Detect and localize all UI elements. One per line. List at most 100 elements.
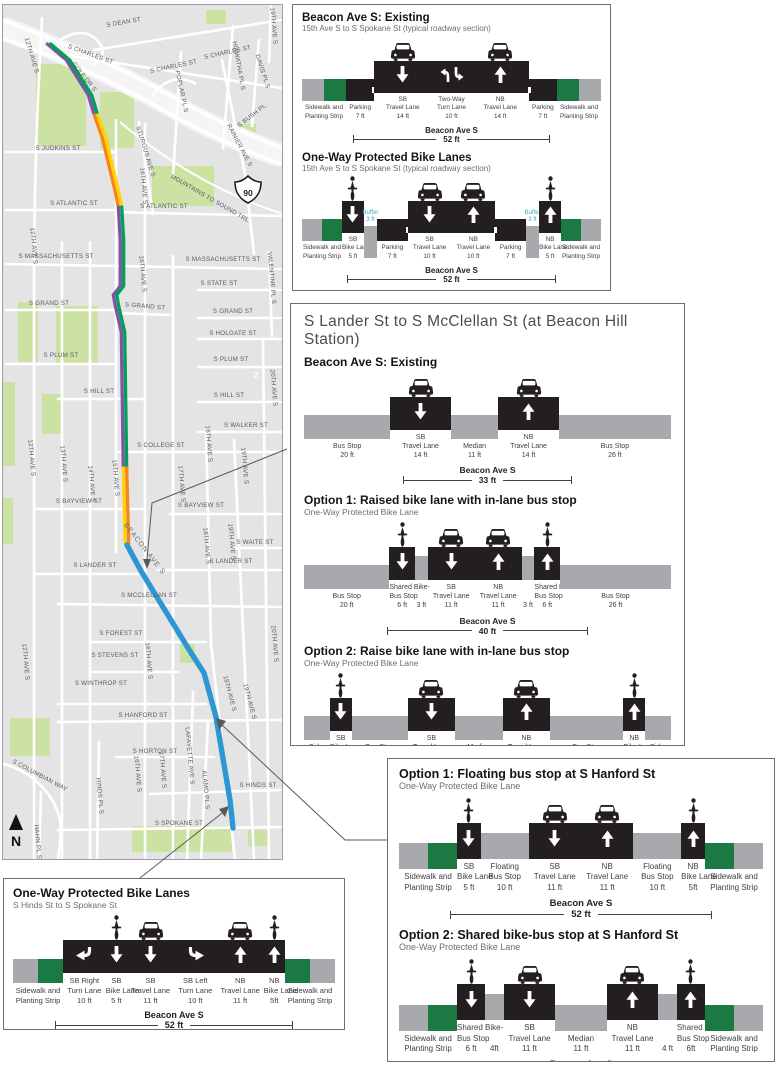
lane-label-line: SB bbox=[336, 734, 346, 742]
car-icon bbox=[408, 670, 455, 698]
lane-label-line: Sidewalk and bbox=[561, 244, 600, 252]
measure-segment bbox=[451, 914, 565, 916]
cyclist-icon bbox=[677, 954, 705, 984]
measure-line: 52 ft bbox=[54, 1020, 294, 1029]
lane-label-line: NB bbox=[601, 862, 613, 871]
arrow-down-icon bbox=[144, 945, 157, 968]
roadway-band bbox=[498, 397, 559, 430]
lane-label-line: Sidewalk and bbox=[560, 104, 599, 112]
lane-band-wrap bbox=[127, 940, 174, 973]
lane-label-line: 10 ft bbox=[188, 995, 203, 1005]
section-heading: Beacon Ave S: Existing bbox=[304, 355, 438, 369]
measure-street-name: Beacon Ave S bbox=[450, 1059, 712, 1061]
lane-label-line bbox=[522, 583, 535, 592]
icon-slot bbox=[559, 387, 671, 415]
lane-label-line: Travel Lane bbox=[479, 593, 517, 601]
lane-band-wrap bbox=[676, 984, 705, 1021]
lane-label-line: NB bbox=[523, 434, 534, 441]
lane-label-line: Travel Lane bbox=[220, 985, 260, 995]
lane-band-wrap bbox=[480, 833, 529, 859]
panel-title: S Lander St to S McClellan St (at Beacon… bbox=[304, 313, 628, 348]
street-label: 19TH AVE S bbox=[268, 7, 278, 44]
section-subheading: 15th Ave S to S Spokane St (typical road… bbox=[302, 24, 491, 33]
street-label: S HILL ST bbox=[214, 392, 245, 399]
lane-label-line: NB bbox=[269, 976, 280, 985]
cyclist-icon bbox=[539, 175, 561, 201]
lane-label-line: Planting Strip bbox=[404, 1043, 452, 1053]
lane-band-wrap bbox=[346, 79, 375, 102]
lane-label-line: Planting Strip bbox=[710, 1043, 758, 1053]
car-icon bbox=[472, 35, 529, 61]
lane-band-wrap bbox=[302, 79, 346, 102]
lane-label-line: NB bbox=[493, 584, 504, 592]
lane-label-line: 10 ft bbox=[467, 252, 480, 260]
icon-slot bbox=[495, 193, 526, 219]
lane-band-wrap bbox=[498, 397, 559, 430]
icon-slot bbox=[561, 193, 601, 219]
lane-band-wrap bbox=[399, 1004, 457, 1031]
measure-tick bbox=[449, 910, 452, 919]
street-label: S SPOKANE ST bbox=[155, 820, 203, 827]
section-heading: Option 2: Shared bike-bus stop at S Hanf… bbox=[399, 928, 679, 943]
lane-label-line bbox=[485, 1023, 504, 1033]
sidewalk-planting-band bbox=[399, 1004, 457, 1031]
lane-label-line: Travel Lane bbox=[432, 593, 470, 601]
buffer-band bbox=[363, 225, 378, 258]
roadway-band bbox=[389, 547, 415, 581]
street-label: 12TH AVE S bbox=[28, 227, 38, 264]
lane-label-line: Sidewalk and bbox=[404, 872, 452, 882]
lane-band-wrap bbox=[457, 984, 486, 1021]
lane-label-line: Floating bbox=[490, 862, 519, 871]
lane-label-line: 11 ft bbox=[233, 995, 248, 1005]
roadway-band bbox=[427, 547, 475, 581]
lane-band-wrap bbox=[216, 940, 264, 973]
roadway-band bbox=[681, 823, 705, 859]
lane-band-wrap bbox=[485, 994, 504, 1021]
roadway-band bbox=[377, 219, 408, 242]
lane-band-wrap bbox=[342, 200, 364, 233]
lane-band-wrap bbox=[534, 547, 561, 581]
route-segment bbox=[92, 113, 120, 209]
sidewalk-planting-band bbox=[302, 219, 342, 242]
gray-band bbox=[555, 1004, 607, 1031]
lane-band-wrap bbox=[623, 697, 646, 731]
measure-tick bbox=[352, 135, 355, 144]
panel-hinds-spokane: One-Way Protected Bike Lanes S Hinds St … bbox=[3, 878, 345, 1030]
lane-label-line: Planting Strip bbox=[561, 252, 600, 260]
gray-band bbox=[414, 556, 428, 581]
lane-label: Side-walk bbox=[304, 743, 330, 745]
car-icon bbox=[127, 912, 174, 940]
roadway-band bbox=[216, 940, 264, 973]
lane-label-line: Planting Strip bbox=[15, 995, 61, 1005]
lane-label-line: NB bbox=[521, 734, 532, 742]
roadway-band bbox=[342, 200, 364, 233]
